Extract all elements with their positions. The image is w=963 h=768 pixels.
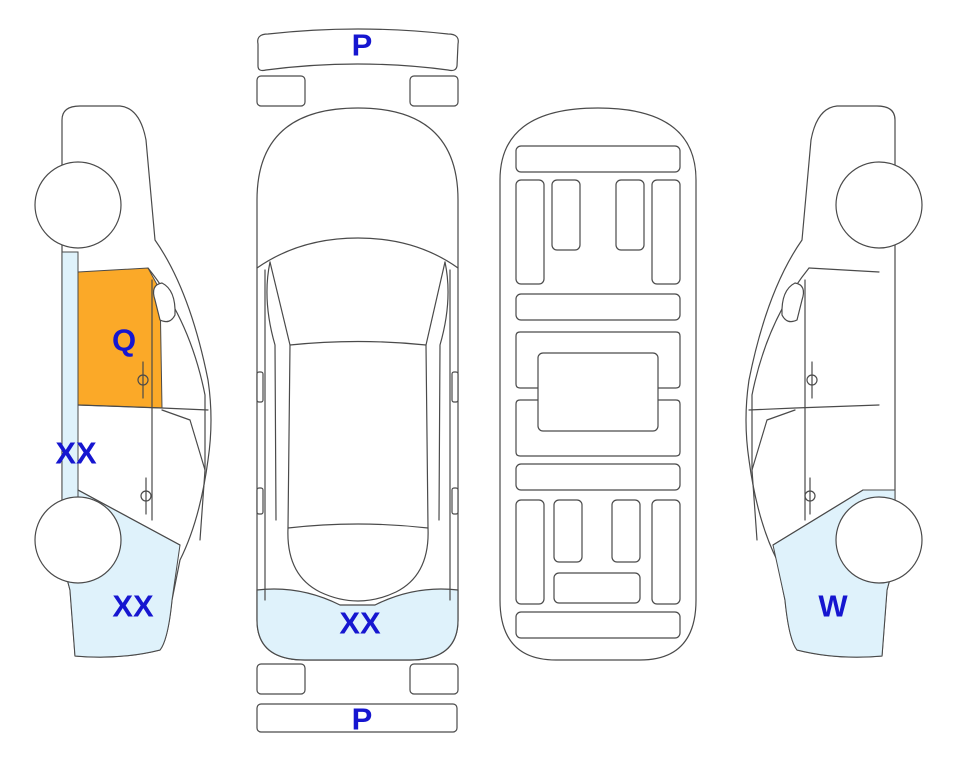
front-headlight-right [409,75,459,107]
underside-panel [515,499,545,605]
right-rear-quarter-code: W [818,589,848,624]
rear-light-left [256,663,306,695]
front-bumper-shape[interactable] [257,28,459,72]
a-pillar-right [438,261,449,521]
underside-center [537,352,659,432]
rear-light-right [409,663,459,695]
windshield [269,261,446,346]
right-front-door-edge [808,267,880,273]
roof [287,344,429,529]
right-door-split [748,404,880,411]
rear-window [287,527,429,602]
left-front-handle [137,361,149,399]
hood-line [256,237,459,269]
rear-bumper-code: P [352,702,373,737]
left-rear-wheel [34,496,122,584]
underside-panel [651,179,681,285]
mirror-right-top [451,371,459,403]
rear-panel-code: XX [339,606,381,641]
rear-bumper-shape[interactable] [256,703,458,733]
mirror-left-top [256,371,264,403]
left-window-line [147,267,206,471]
underside-panel [553,572,641,604]
a-pillar-left [266,261,277,521]
handle-right-top [451,487,459,515]
left-rear-door-edge [77,489,181,546]
rear-bumper[interactable] [256,663,459,733]
underside-panel [515,611,681,639]
right-rear-door-edge [772,489,864,546]
underside-panel [553,499,583,563]
handle-left-top [256,487,264,515]
left-rear-handle [140,477,152,515]
underside-panel [611,499,641,563]
left-side-view [34,105,212,658]
front-bumper[interactable] [256,28,459,107]
right-side-view [745,105,923,658]
underside-panel [515,179,545,285]
front-bumper-code: P [352,28,373,63]
top-view [256,107,459,661]
underside-panel [615,179,645,251]
left-front-door-code: Q [112,323,136,358]
left-rear-quarter-code: XX [112,589,154,624]
left-inner-line [161,409,206,541]
right-rear-handle [804,477,816,515]
right-inner-line [751,409,796,541]
right-front-handle [806,361,818,399]
underside-view [499,107,697,661]
underside-panel [515,293,681,321]
underside-panel [515,145,681,173]
right-rear-wheel [835,496,923,584]
left-mirror [152,282,176,323]
underside-panel [651,499,681,605]
left-front-wheel [34,161,122,249]
underside-panel [551,179,581,251]
top-view-body [256,107,459,661]
right-front-wheel [835,161,923,249]
left-front-door-zone[interactable] [77,267,163,409]
right-window-line [751,267,810,471]
front-headlight-left [256,75,306,107]
left-rocker-code: XX [55,436,97,471]
rear-panel-zone[interactable] [256,588,459,661]
right-mirror [781,282,805,323]
underside-panel [515,463,681,491]
left-door-split [77,404,209,411]
